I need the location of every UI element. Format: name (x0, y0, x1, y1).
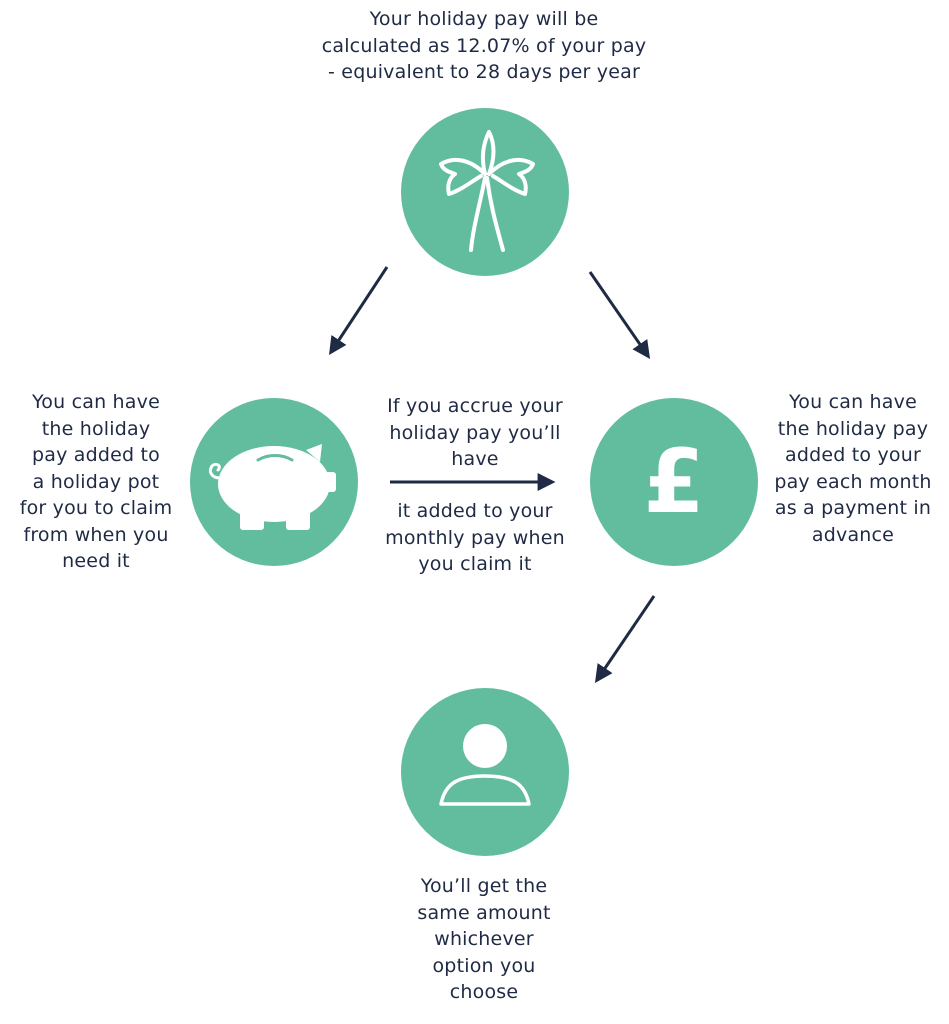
right-caption: You can have the holiday pay added to yo… (774, 391, 932, 546)
piggy-bank-icon (208, 444, 336, 530)
bottom-caption: You’ll get the same amount whichever opt… (417, 875, 551, 1003)
middle-caption-above: If you accrue your holiday pay you’ll ha… (387, 395, 563, 470)
pound-sign-icon: £ (643, 430, 705, 533)
middle-caption-below: it added to your monthly pay when you cl… (385, 500, 565, 575)
arrow-top-to-left (329, 266, 389, 356)
top-caption: Your holiday pay will be calculated as 1… (321, 8, 647, 83)
arrow-top-to-right (588, 271, 651, 359)
piggy-bank-circle (190, 398, 358, 566)
palm-tree-icon (439, 130, 535, 252)
arrow-right-to-bottom (594, 595, 656, 683)
palm-tree-circle (401, 108, 569, 276)
person-icon (439, 724, 531, 806)
person-circle (401, 688, 569, 856)
pound-circle: £ (590, 398, 758, 566)
left-caption: You can have the holiday pay added to a … (19, 391, 173, 572)
